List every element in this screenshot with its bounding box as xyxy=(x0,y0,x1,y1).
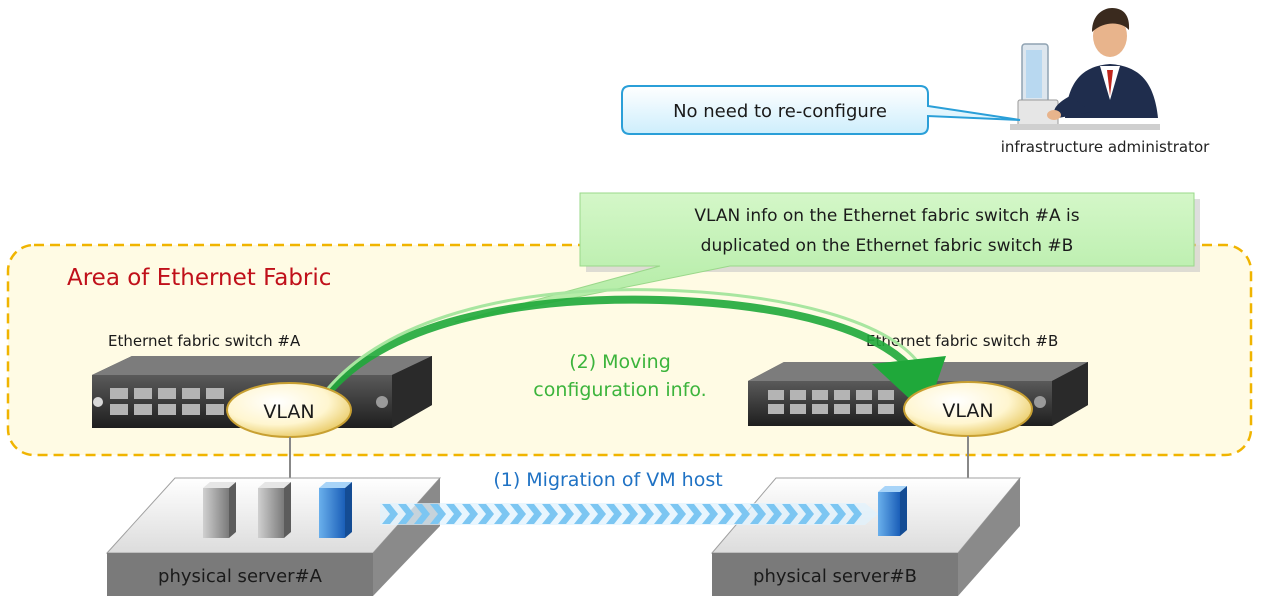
migration-chevron xyxy=(590,504,606,524)
migration-chevron xyxy=(670,504,686,524)
moving-config-line-2: configuration info. xyxy=(533,379,706,401)
migration-chevron xyxy=(766,504,782,524)
migration-chevron xyxy=(654,504,670,524)
migration-label: (1) Migration of VM host xyxy=(493,469,722,491)
migration-chevron xyxy=(798,504,814,524)
administrator-label: infrastructure administrator xyxy=(1001,138,1210,156)
fabric-area-title: Area of Ethernet Fabric xyxy=(67,265,331,291)
migration-chevron xyxy=(734,504,750,524)
vlan-a-label: VLAN xyxy=(263,401,314,423)
reconfigure-text: No need to re-configure xyxy=(673,101,887,122)
migration-chevron xyxy=(526,504,542,524)
server-b-vm-icon xyxy=(878,486,907,536)
moving-config-line-1: (2) Moving xyxy=(569,351,671,373)
migration-chevron xyxy=(638,504,654,524)
migration-chevron xyxy=(718,504,734,524)
migration-chevron xyxy=(430,504,446,524)
switch-a-label: Ethernet fabric switch #A xyxy=(108,332,301,350)
migration-chevron xyxy=(494,504,510,524)
migration-chevron xyxy=(542,504,558,524)
migration-chevron xyxy=(462,504,478,524)
migration-chevron xyxy=(478,504,494,524)
server-a-vm-icon xyxy=(319,482,352,538)
vlan-info-callout: VLAN info on the Ethernet fabric switch … xyxy=(454,192,1200,323)
server-a-label: physical server#A xyxy=(158,566,323,587)
administrator-icon xyxy=(1010,8,1160,130)
migration-chevron xyxy=(686,504,702,524)
switch-b-label: Ethernet fabric switch #B xyxy=(866,332,1058,350)
vlan-info-line-1: VLAN info on the Ethernet fabric switch … xyxy=(694,206,1079,226)
migration-chevron xyxy=(846,504,862,524)
migration-chevron xyxy=(446,504,462,524)
migration-chevron xyxy=(814,504,830,524)
migration-arrow xyxy=(380,503,878,525)
migration-chevron xyxy=(398,504,414,524)
migration-chevron xyxy=(574,504,590,524)
server-a-gray-2-icon xyxy=(258,482,291,538)
migration-chevron xyxy=(510,504,526,524)
migration-chevron xyxy=(622,504,638,524)
migration-chevron xyxy=(782,504,798,524)
reconfigure-callout: No need to re-configure xyxy=(621,85,1021,135)
server-b-label: physical server#B xyxy=(753,566,917,587)
migration-chevron xyxy=(830,504,846,524)
migration-chevron xyxy=(414,504,430,524)
migration-chevron xyxy=(702,504,718,524)
migration-chevron xyxy=(606,504,622,524)
vlan-info-line-2: duplicated on the Ethernet fabric switch… xyxy=(701,236,1074,256)
migration-chevron xyxy=(750,504,766,524)
migration-chevron xyxy=(558,504,574,524)
vlan-b-label: VLAN xyxy=(942,400,993,422)
server-a-gray-1-icon xyxy=(203,482,236,538)
migration-chevron xyxy=(382,504,398,524)
